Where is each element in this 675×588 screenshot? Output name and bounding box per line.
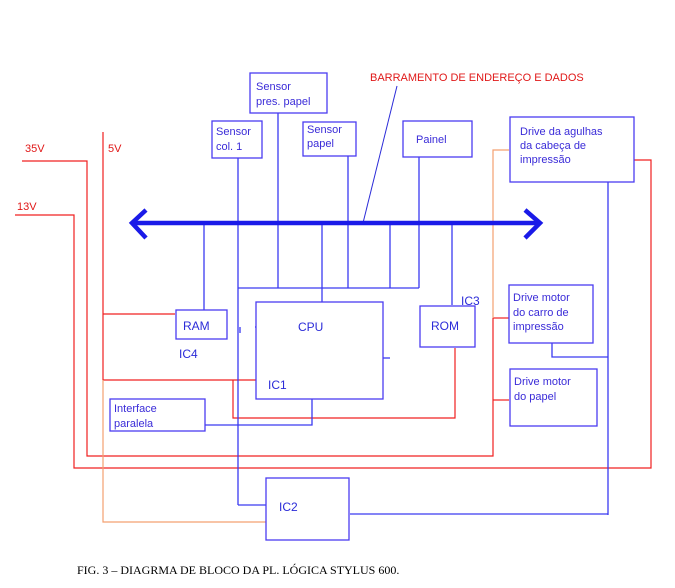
orange-wire-top [492,149,509,318]
block-rom: ROM [419,305,476,348]
ic3-label: IC3 [461,294,480,308]
bus-label: BARRAMENTO DE ENDEREÇO E DADOS [370,72,584,84]
block-drive-motor-papel: Drive motor do papel [509,368,598,427]
svg-text:Sensor: Sensor [216,126,251,138]
ic4-label: IC4 [179,347,198,361]
power-wires [15,132,652,469]
figure-caption: FIG. 3 – DIAGRMA DE BLOCO DA PL. LÓGICA … [77,563,399,577]
block-drive-agulhas: Drive da agulhas da cabeça de impressão [509,116,635,183]
block-ram: RAM [175,309,228,340]
bus-label-leader [362,85,398,224]
block-sensor-papel: Sensor papel [302,121,357,157]
svg-text:Drive motor: Drive motor [513,292,570,304]
svg-text:Sensor: Sensor [307,124,342,136]
svg-text:Drive motor: Drive motor [514,376,571,388]
svg-text:Sensor: Sensor [256,81,291,93]
orange-wire-bottom [102,380,266,523]
voltage-35v-label: 35V [25,143,45,155]
voltage-5v-label: 5V [108,143,122,155]
svg-text:impressão: impressão [513,321,564,333]
svg-text:do papel: do papel [514,391,556,403]
voltage-13v-label: 13V [17,201,37,213]
block-cpu: CPU IC1 [255,301,384,400]
svg-text:do carro de: do carro de [513,307,569,319]
block-painel: Painel [402,120,473,158]
svg-text:paralela: paralela [114,418,154,430]
svg-text:impressão: impressão [520,154,571,166]
block-drive-motor-carro: Drive motor do carro de impressão [508,284,594,344]
address-data-bus [128,208,544,240]
svg-text:pres. papel: pres. papel [256,96,310,108]
block-sensor-col1: Sensor col. 1 [211,120,263,159]
svg-text:IC1: IC1 [268,378,287,392]
block-sensor-pres-papel: Sensor pres. papel [249,72,328,114]
svg-text:Painel: Painel [416,134,447,146]
svg-text:Interface: Interface [114,403,157,415]
signal-wires [203,112,609,515]
svg-text:Drive da agulhas: Drive da agulhas [520,126,603,138]
svg-text:ROM: ROM [431,319,459,333]
svg-text:CPU: CPU [298,320,323,334]
svg-text:IC2: IC2 [279,500,298,514]
svg-text:RAM: RAM [183,319,210,333]
svg-text:da cabeça de: da cabeça de [520,140,586,152]
block-interface-paralela: Interface paralela [109,398,206,432]
svg-text:papel: papel [307,138,334,150]
svg-text:col. 1: col. 1 [216,141,242,153]
block-ic2: IC2 [265,477,350,541]
